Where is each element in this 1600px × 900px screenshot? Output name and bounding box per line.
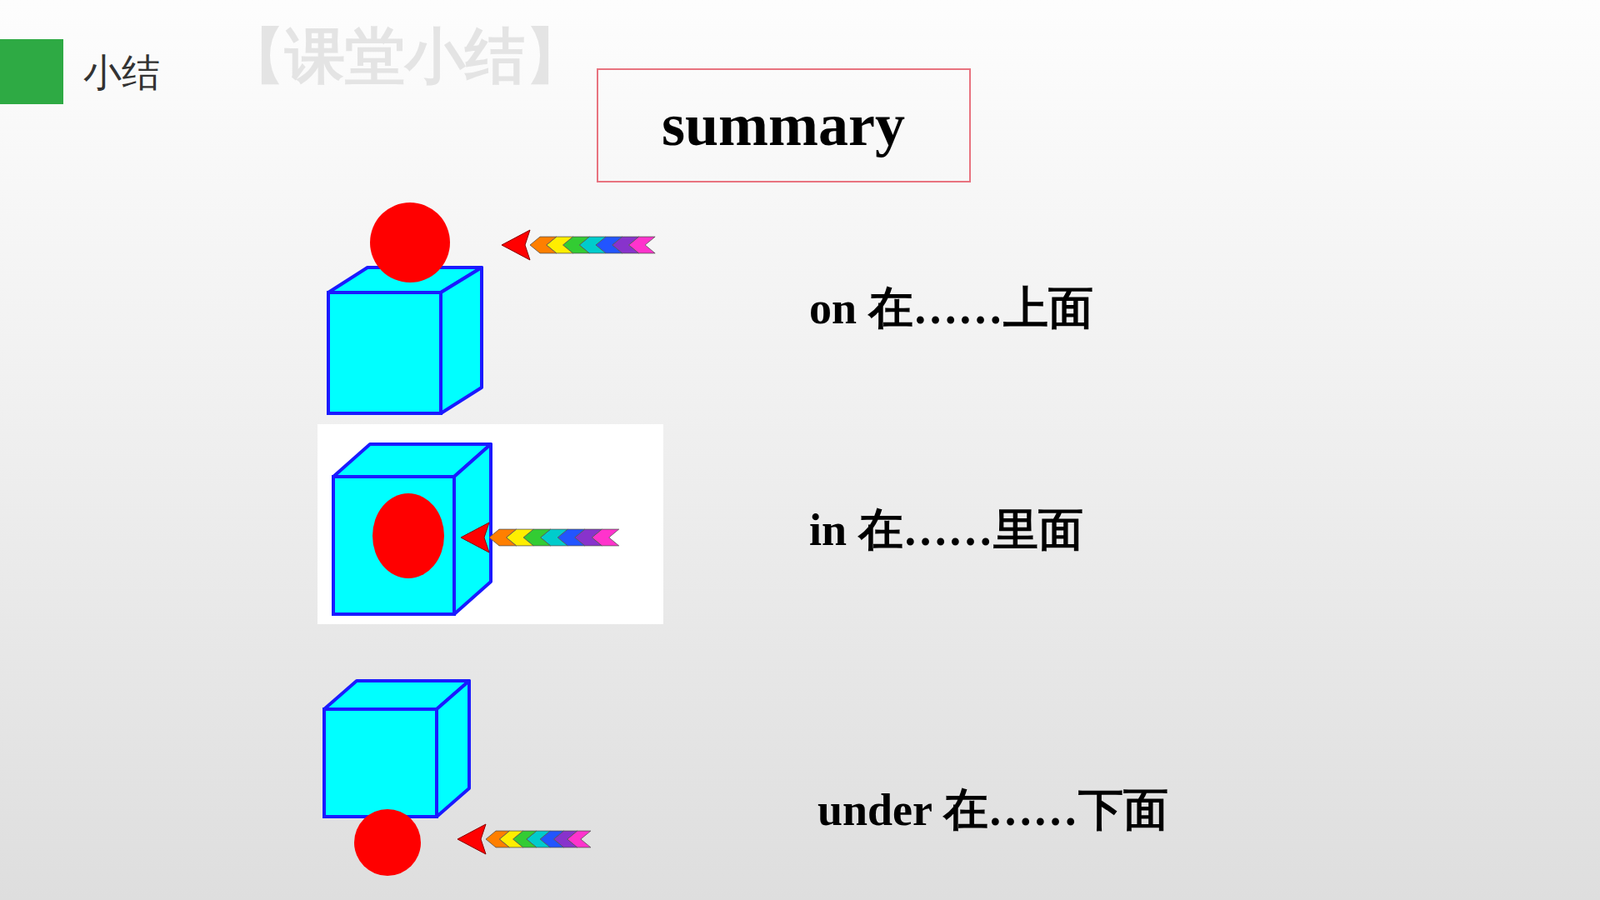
preposition-label: on 在……上面 xyxy=(809,278,1094,340)
rainbow-arrow xyxy=(501,230,655,260)
rainbow-arrow xyxy=(457,824,591,855)
ball-in-cube xyxy=(317,424,664,625)
ball-on-cube xyxy=(328,202,482,414)
ball-under-cube xyxy=(324,680,470,876)
watermark: 【课堂小结】 xyxy=(225,16,585,97)
preposition-label: under 在……下面 xyxy=(817,780,1169,841)
title-box: summary xyxy=(596,68,971,183)
section-marker xyxy=(0,39,64,105)
preposition-label: in 在……里面 xyxy=(809,500,1084,561)
rainbow-arrows xyxy=(457,230,655,855)
section-title: 小结 xyxy=(83,47,160,100)
rainbow-arrow xyxy=(460,522,620,553)
heading-text: summary xyxy=(661,90,905,160)
